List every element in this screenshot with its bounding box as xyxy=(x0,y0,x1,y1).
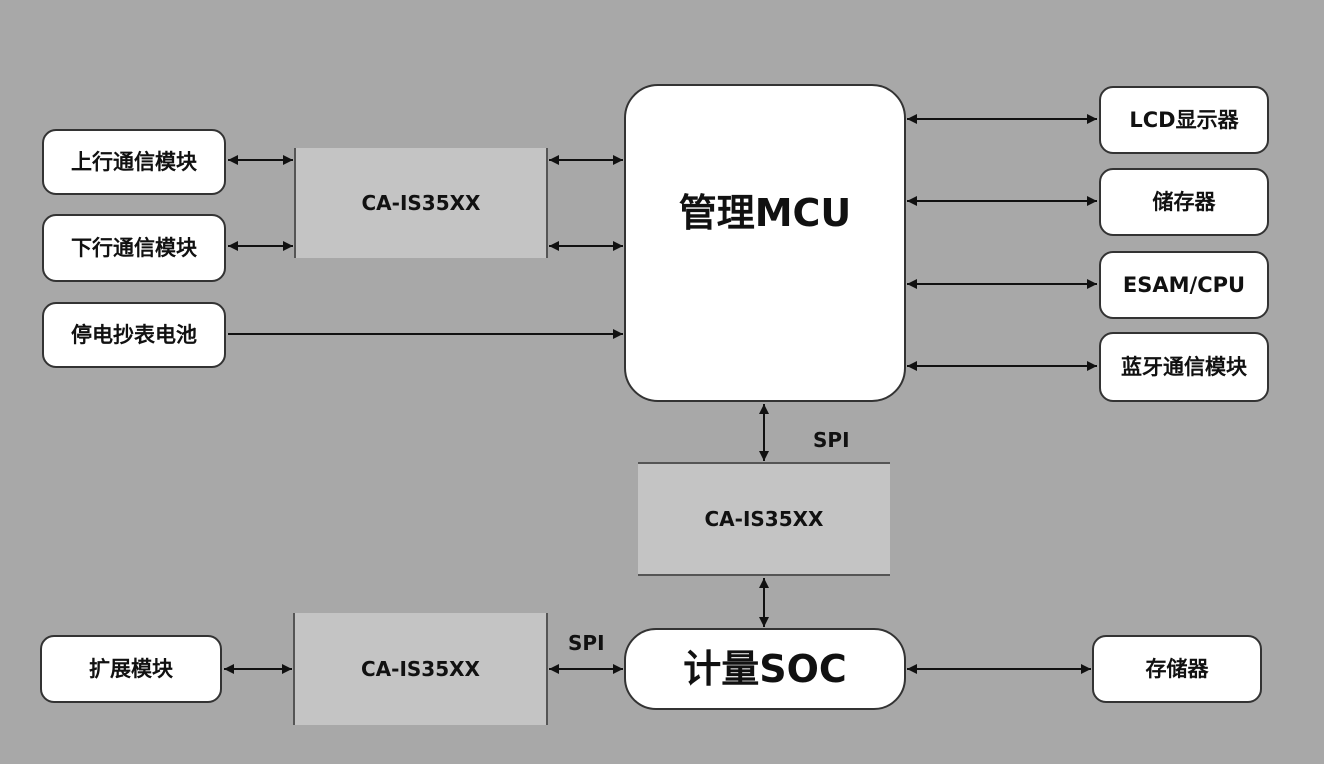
isolator-bottom-left: CA-IS35XX xyxy=(293,613,548,725)
uplink-comm-module: 上行通信模块 xyxy=(42,129,226,195)
storage-2: 存储器 xyxy=(1092,635,1262,703)
spi-label-vertical: SPI xyxy=(813,428,850,452)
downlink-comm-module: 下行通信模块 xyxy=(42,214,226,282)
isolator-top-left: CA-IS35XX xyxy=(294,148,548,258)
spi-label-horizontal: SPI xyxy=(568,631,605,655)
storage-1: 储存器 xyxy=(1099,168,1269,236)
metering-soc: 计量SOC xyxy=(624,628,906,710)
management-mcu: 管理MCU xyxy=(624,84,906,402)
lcd-display: LCD显示器 xyxy=(1099,86,1269,154)
expansion-module: 扩展模块 xyxy=(40,635,222,703)
isolator-middle: CA-IS35XX xyxy=(638,462,890,576)
bluetooth-comm-module: 蓝牙通信模块 xyxy=(1099,332,1269,402)
power-outage-battery: 停电抄表电池 xyxy=(42,302,226,368)
esam-cpu: ESAM/CPU xyxy=(1099,251,1269,319)
